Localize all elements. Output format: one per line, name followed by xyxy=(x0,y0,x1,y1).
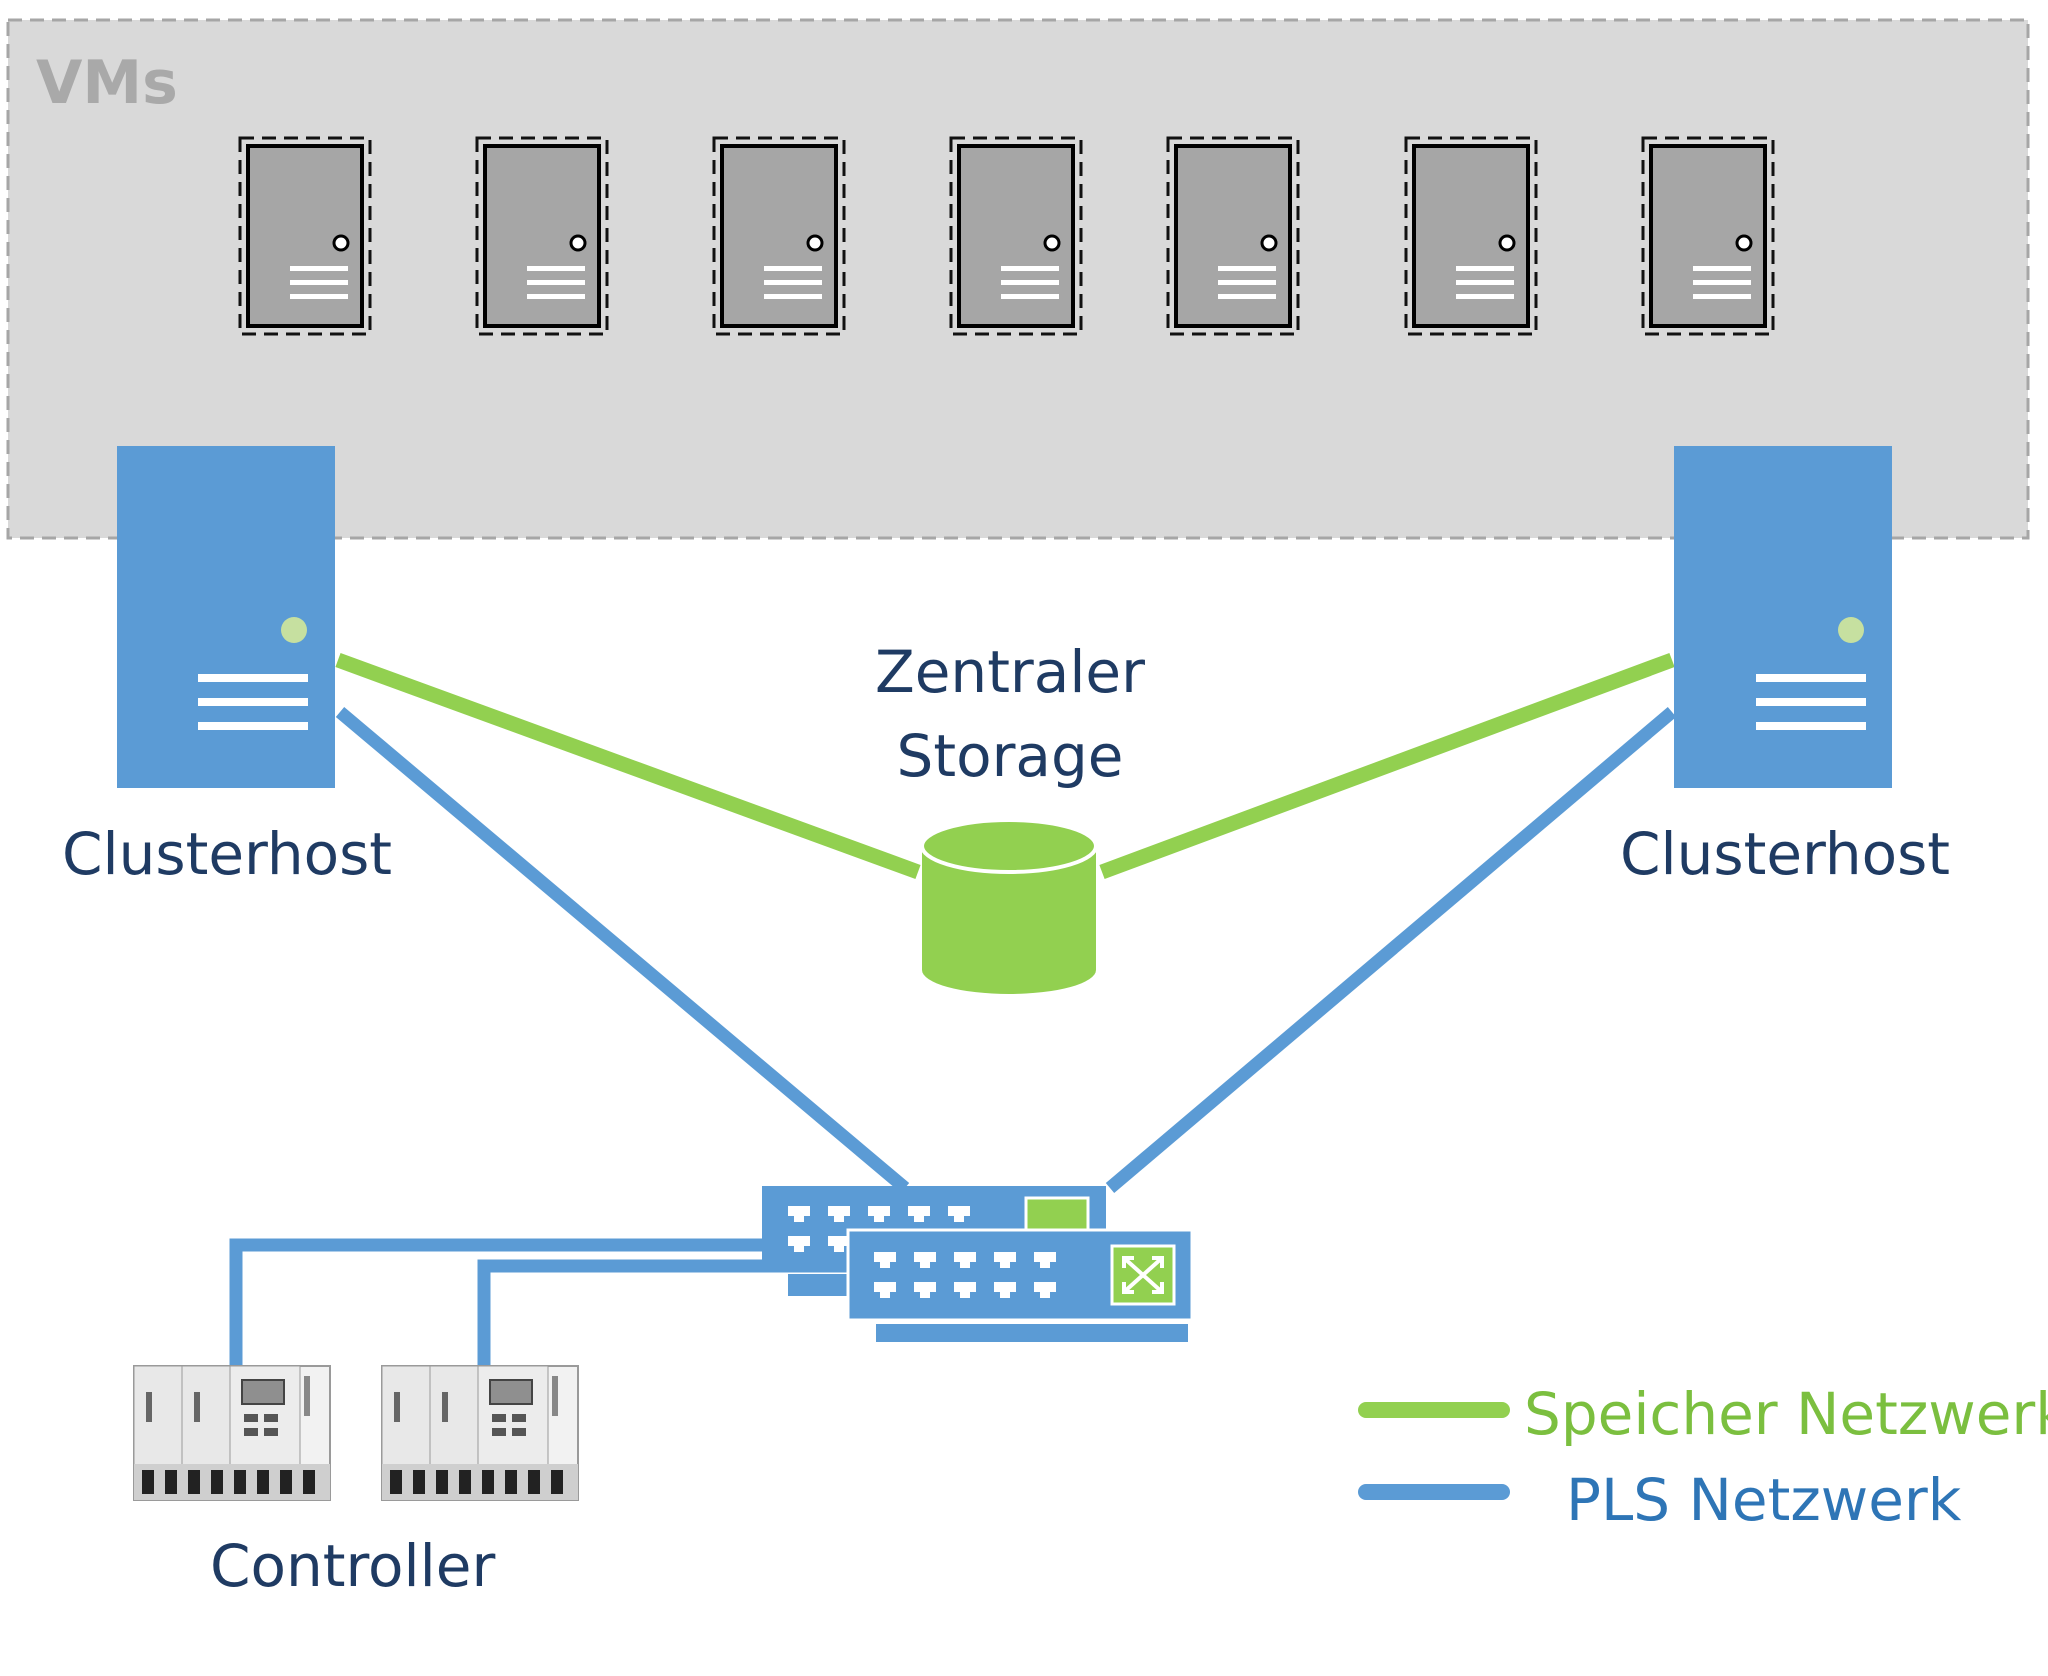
vm-row xyxy=(238,136,1775,336)
vm-server-icon xyxy=(949,136,1083,336)
clusterhost-right-icon xyxy=(1674,446,1892,788)
vm-server-icon xyxy=(1404,136,1538,336)
pls-link-controller-1 xyxy=(229,1238,775,1368)
switch-front xyxy=(846,1228,1194,1342)
storage-label: Zentraler Storage xyxy=(860,630,1160,798)
vms-title: VMs xyxy=(36,48,178,118)
legend-storage-network-label: Speicher Netzwerk xyxy=(1524,1380,2048,1448)
controller-device-icon xyxy=(381,1365,579,1501)
storage-cylinder-icon xyxy=(920,818,1098,994)
vm-server-icon xyxy=(475,136,609,336)
storage-link-right xyxy=(1099,652,1675,880)
network-switch-icon xyxy=(762,1186,1194,1342)
pls-link-left-host xyxy=(335,707,910,1193)
legend-pls-network-label: PLS Netzwerk xyxy=(1566,1466,1962,1534)
vm-server-icon xyxy=(1166,136,1300,336)
controller-label: Controller xyxy=(210,1532,496,1600)
clusterhost-left-icon xyxy=(117,446,335,788)
clusterhost-right-label: Clusterhost xyxy=(1620,820,1951,888)
clusterhost-left-label: Clusterhost xyxy=(62,820,393,888)
vm-server-icon xyxy=(238,136,372,336)
switch-front-ports xyxy=(874,1252,1056,1298)
vm-server-icon xyxy=(1641,136,1775,336)
storage-link-left xyxy=(335,652,921,880)
controller-device-icon xyxy=(133,1365,331,1501)
vm-server-icon xyxy=(712,136,846,336)
pls-link-controller-2 xyxy=(477,1259,855,1368)
storage-label-line1: Zentraler xyxy=(875,638,1145,706)
pls-link-right-host xyxy=(1105,707,1677,1193)
storage-label-line2: Storage xyxy=(896,722,1124,790)
